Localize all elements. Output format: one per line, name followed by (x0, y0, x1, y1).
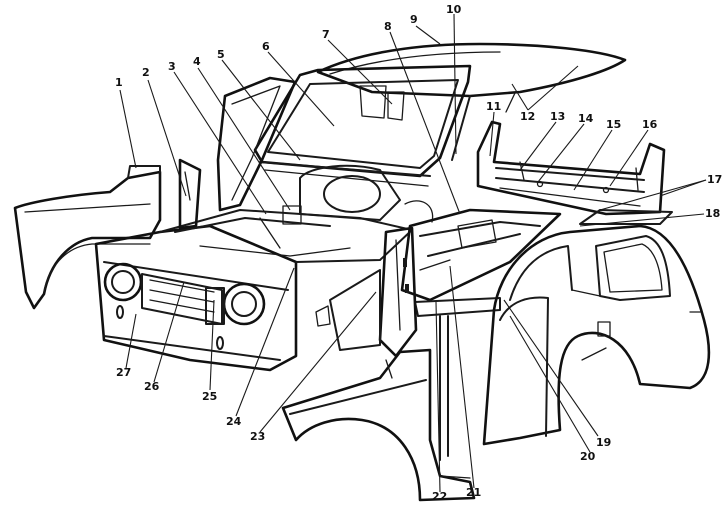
front-panel (94, 224, 298, 372)
callout-19: 19 (596, 436, 611, 449)
callout-18: 18 (705, 207, 720, 220)
callout-27: 27 (116, 366, 131, 379)
right-side-panel (482, 224, 711, 446)
callout-12: 12 (520, 110, 535, 123)
roof-panel (316, 42, 627, 161)
leader-lines (119, 13, 707, 493)
callout-7: 7 (322, 28, 330, 41)
right-front-fender (281, 348, 476, 502)
callout-8: 8 (384, 20, 392, 33)
callout-13: 13 (550, 110, 565, 123)
floor-pan (400, 208, 562, 461)
callout-5: 5 (217, 48, 225, 61)
callout-17: 17 (707, 173, 722, 186)
windshield-frame (253, 64, 472, 187)
callout-20: 20 (580, 450, 596, 463)
firewall (299, 164, 434, 223)
callout-1: 1 (115, 76, 123, 89)
left-front-fender (13, 165, 162, 310)
center-pillar (315, 226, 418, 358)
callout-25: 25 (202, 390, 217, 403)
callout-14: 14 (578, 112, 594, 125)
left-a-pillar (216, 76, 297, 212)
callout-6: 6 (262, 40, 270, 53)
callout-2: 2 (142, 66, 150, 79)
callout-10: 10 (446, 3, 462, 16)
callout-4: 4 (193, 55, 201, 68)
callout-3: 3 (168, 60, 176, 73)
callout-23: 23 (250, 430, 265, 443)
callout-16: 16 (642, 118, 658, 131)
callout-9: 9 (410, 13, 418, 26)
callout-26: 26 (144, 380, 160, 393)
callout-15: 15 (606, 118, 621, 131)
engine-compartment (159, 158, 413, 263)
callout-22: 22 (432, 490, 447, 503)
callout-11: 11 (486, 100, 501, 113)
callout-24: 24 (226, 415, 242, 428)
callouts: 1 2 3 4 5 6 7 8 9 10 11 12 13 14 15 16 1… (115, 3, 722, 503)
callout-21: 21 (466, 486, 481, 499)
